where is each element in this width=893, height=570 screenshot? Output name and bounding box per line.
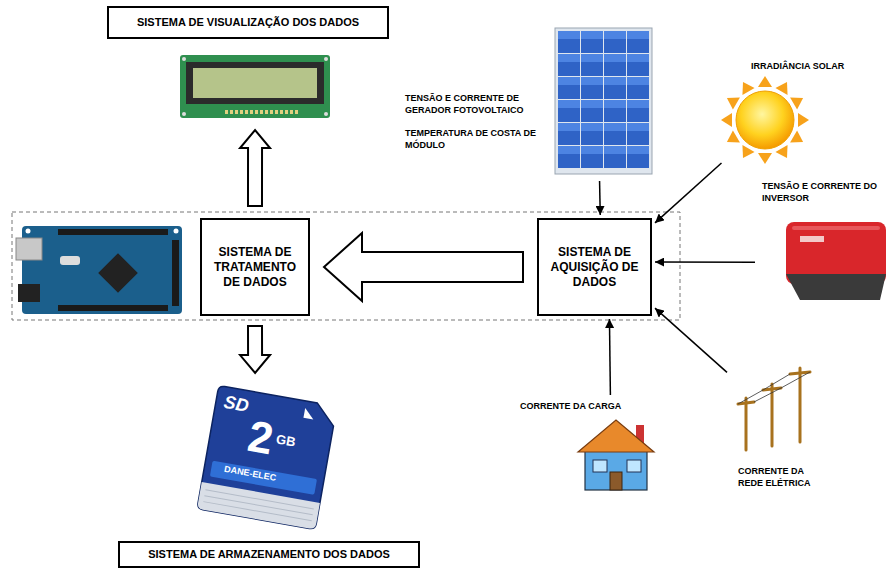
node-label: IRRADIÂNCIA SOLAR xyxy=(751,60,868,72)
sd-card xyxy=(303,408,315,420)
signal-arrow xyxy=(609,319,611,395)
inverter: TENSÃO E CORRENTE DO INVERSOR xyxy=(758,178,890,302)
house-icon xyxy=(593,460,607,472)
sun-icon xyxy=(775,145,793,162)
grid-poles: CORRENTE DA REDE ELÉTRICA xyxy=(730,362,830,492)
power-poles xyxy=(745,398,748,450)
inverter-icon xyxy=(786,274,886,300)
node-label: CORRENTE DA REDE ELÉTRICA xyxy=(738,465,826,489)
lcd-display xyxy=(182,57,186,61)
solar-panel xyxy=(555,28,652,174)
flow-arrow xyxy=(240,130,270,206)
sun-icon xyxy=(758,76,772,87)
flow-arrow xyxy=(324,233,523,301)
solar-irradiance: IRRADIÂNCIA SOLAR xyxy=(705,58,870,160)
house-icon xyxy=(578,420,654,490)
sd-card xyxy=(197,386,337,530)
sun-icon xyxy=(737,145,755,162)
card-capacity: 2 xyxy=(245,414,277,462)
arduino-board xyxy=(172,240,179,306)
lcd-display xyxy=(324,57,328,61)
card-logo: SD xyxy=(222,393,250,415)
sun-icon xyxy=(723,92,740,110)
card-unit: GB xyxy=(275,432,296,448)
box-label: SISTEMA DE TRATAMENTO DE DADOS xyxy=(210,245,300,290)
arduino-board xyxy=(174,229,179,234)
card-brand: DANE-ELEC xyxy=(224,465,277,483)
node-label: TENSÃO E CORRENTE DO INVERSOR xyxy=(762,180,888,204)
power-poles xyxy=(754,372,810,402)
lcd-display xyxy=(186,62,324,104)
sun-icon xyxy=(721,76,809,164)
power-poles xyxy=(799,368,802,442)
flow-arrow xyxy=(240,326,270,373)
arduino-board xyxy=(16,226,182,314)
solar-panel xyxy=(558,31,650,169)
lcd-display xyxy=(182,112,186,116)
sun-icon xyxy=(737,78,755,95)
signal-arrow xyxy=(655,163,722,223)
arduino-board xyxy=(58,229,168,235)
sun-icon xyxy=(721,113,732,127)
sd-card xyxy=(197,386,337,530)
inverter-icon xyxy=(800,236,824,242)
signal-arrow xyxy=(655,261,755,263)
signal-arrow xyxy=(599,181,601,215)
inverter-icon xyxy=(792,226,880,230)
house-icon xyxy=(578,420,654,452)
node-label: SISTEMA DE ARMAZENAMENTO DOS DADOS xyxy=(118,541,420,568)
power-poles xyxy=(738,368,810,450)
arduino-board xyxy=(98,253,138,293)
arduino-board xyxy=(60,256,80,265)
arduino-board xyxy=(18,284,40,302)
sun-icon xyxy=(790,92,807,110)
sd-card-face: SD2GB DANE-ELEC xyxy=(197,386,337,530)
signal-arrow xyxy=(655,308,727,372)
lcd-display xyxy=(324,112,328,116)
arduino-board xyxy=(26,229,31,234)
lcd-display xyxy=(225,110,300,114)
display-unit: SISTEMA DE VISUALIZAÇÃO DOS DADOS xyxy=(107,6,389,118)
lcd-display xyxy=(193,68,317,98)
sun-icon xyxy=(775,78,793,95)
solar-panel xyxy=(555,28,652,174)
sun-icon xyxy=(758,153,772,164)
sun-icon xyxy=(798,113,809,127)
node-label: TENSÃO E CORRENTE DE GERADOR FOTOVOLTAIC… xyxy=(405,92,555,116)
box-label: SISTEMA DE AQUISIÇÃO DE DADOS xyxy=(547,245,642,290)
node-label: CORRENTE DA CARGA xyxy=(520,400,650,412)
sun-icon xyxy=(790,130,807,148)
processing-box: SISTEMA DE TRATAMENTO DE DADOS xyxy=(200,218,310,316)
sd-card xyxy=(203,490,313,521)
arduino-board xyxy=(22,226,182,314)
arduino-board xyxy=(16,238,42,260)
sun-icon xyxy=(723,130,740,148)
lcd-display xyxy=(180,55,330,118)
node-label: SISTEMA DE VISUALIZAÇÃO DOS DADOS xyxy=(107,6,389,39)
inverter-icon xyxy=(786,222,886,300)
house-icon xyxy=(610,472,622,490)
acquisition-box: SISTEMA DE AQUISIÇÃO DE DADOS xyxy=(537,218,652,316)
power-poles xyxy=(738,368,810,450)
power-poles xyxy=(738,374,790,404)
load-house: CORRENTE DA CARGA xyxy=(518,398,658,493)
arduino-board xyxy=(58,305,168,311)
pv-generator: TENSÃO E CORRENTE DE GERADOR FOTOVOLTAIC… xyxy=(403,26,655,178)
sd-card xyxy=(210,461,317,495)
sun-icon xyxy=(736,91,794,149)
lcd-display xyxy=(180,55,330,118)
house-icon xyxy=(585,450,647,490)
system-enclosure xyxy=(12,212,680,320)
node-label: TEMPERATURA DE COSTA DE MÓDULO xyxy=(405,127,555,151)
house-icon xyxy=(627,460,641,472)
